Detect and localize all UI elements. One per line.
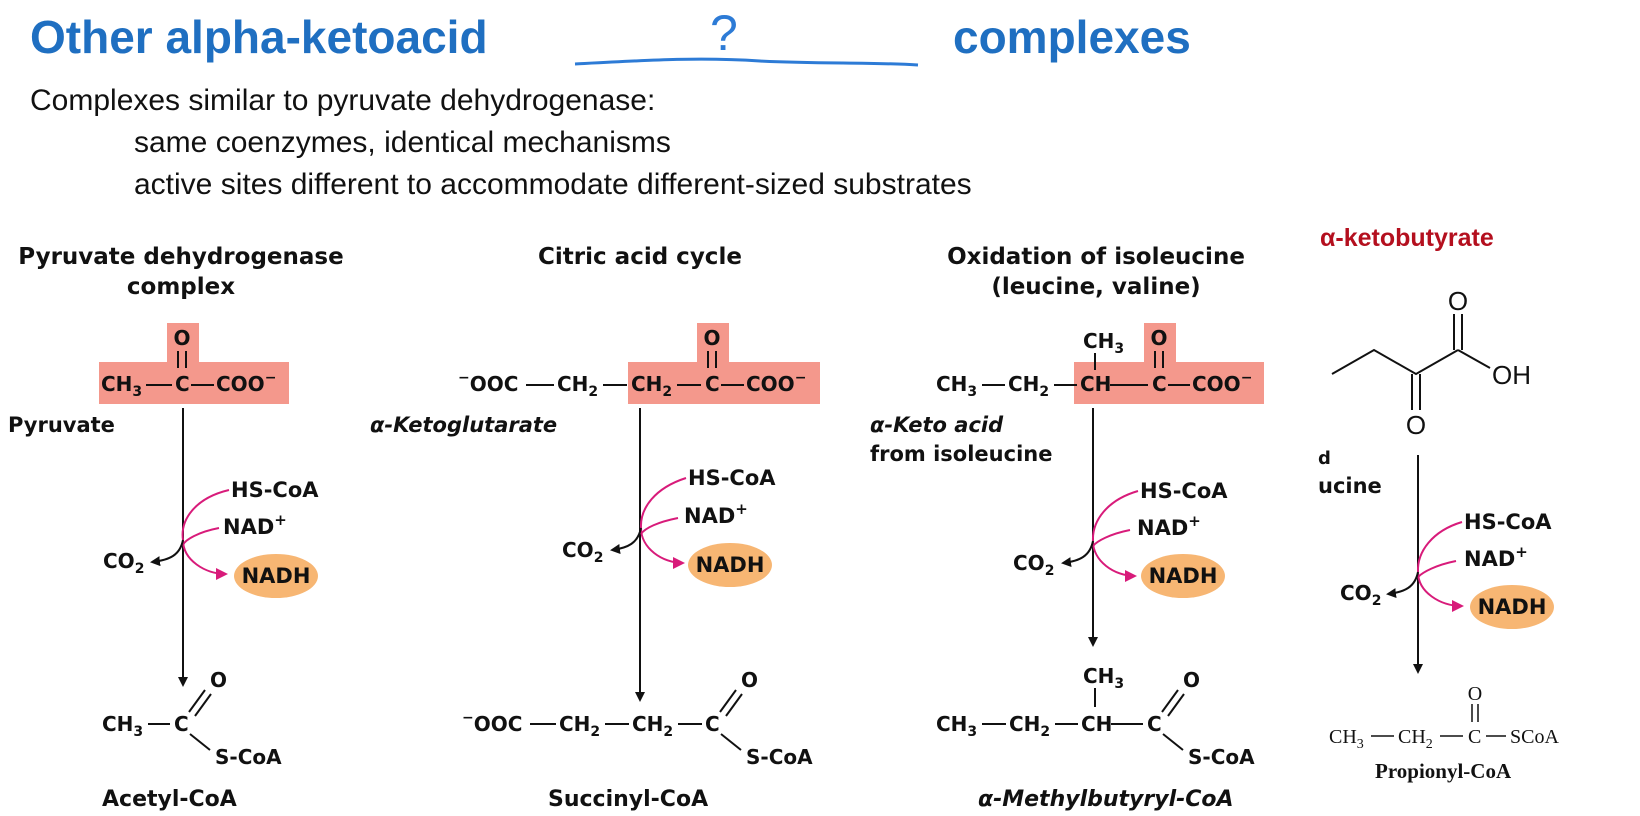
nad-label: NAD+ [684, 500, 748, 528]
product-carbon: C [174, 712, 189, 736]
product-name: α-Methylbutyryl-CoA [978, 787, 1234, 812]
ch2-group-2: CH2 [631, 372, 672, 400]
cropped-text-2: ucine [1318, 474, 1382, 498]
carbon-atom: C [1152, 372, 1167, 396]
nad-label: NAD+ [223, 511, 287, 539]
panel-ketoglutarate: Citric acid cycle O −OOC CH2 CH2 C COO− … [370, 244, 820, 812]
intro-line-2: same coenzymes, identical mechanisms [134, 126, 671, 159]
product-scoa: S-CoA [215, 745, 282, 769]
nadh-label: NADH [1149, 564, 1218, 588]
product-ch3: CH3 [936, 712, 977, 740]
panel3-heading-1: Oxidation of isoleucine [947, 244, 1245, 270]
panel2-heading: Citric acid cycle [538, 244, 742, 270]
substrate-name: α-Ketoglutarate [370, 413, 557, 437]
nadh-ellipse [688, 543, 772, 587]
handwritten-question-mark: ? [710, 5, 738, 61]
co2-label: CO2 [103, 549, 144, 577]
product-o: O [210, 668, 227, 692]
ooc-group: −OOC [458, 370, 518, 396]
ch2-group-1: CH2 [557, 372, 598, 400]
ch3-group: CH3 [936, 372, 977, 400]
product-scoa: SCoA [1510, 726, 1559, 748]
acid-o-top: O [1448, 286, 1468, 316]
carbon-atom: C [175, 372, 190, 396]
nadh-ellipse [1141, 554, 1225, 598]
slide-title-right: complexes [953, 11, 1191, 63]
hydroxyl-label: OH [1492, 360, 1531, 390]
substrate-name-1: α-Keto acid [870, 413, 1004, 437]
carboxylate-group: COO− [746, 370, 806, 396]
highlight-keto-bar [99, 362, 289, 404]
nad-label: NAD+ [1464, 543, 1528, 571]
panel3-heading-2: (leucine, valine) [991, 274, 1200, 300]
panel1-heading-1: Pyruvate dehydrogenase [18, 244, 343, 270]
product-ch2-1: CH2 [559, 712, 600, 740]
nadh-label: NADH [1478, 595, 1547, 619]
product-name: Propionyl-CoA [1375, 759, 1512, 783]
product-carbon: C [705, 712, 720, 736]
product-carbon: C [1147, 712, 1162, 736]
hscoa-label: HS-CoA [688, 466, 776, 490]
product-name: Succinyl-CoA [548, 787, 708, 812]
product-o: O [1468, 683, 1482, 705]
methyl-branch: CH3 [1083, 329, 1124, 357]
keto-o-bottom: O [1406, 410, 1426, 440]
nadh-label: NADH [242, 564, 311, 588]
product-methyl-branch: CH3 [1083, 664, 1124, 692]
intro-line-3: active sites different to accommodate di… [134, 168, 972, 201]
nadh-ellipse [1470, 585, 1554, 629]
highlight-keto-stem [697, 323, 729, 365]
product-scoa: S-CoA [746, 745, 813, 769]
ch3-group: CH3 [101, 372, 142, 400]
product-ch2: CH2 [1009, 712, 1050, 740]
slide-title-left: Other alpha-ketoacid [30, 11, 488, 63]
product-ch2: CH2 [1398, 726, 1433, 752]
product-ooc: −OOC [462, 710, 522, 736]
substrate-name-2: from isoleucine [870, 442, 1052, 466]
carboxylate-group: COO− [216, 370, 276, 396]
product-ch2-2: CH2 [632, 712, 673, 740]
hscoa-label: HS-CoA [1464, 510, 1552, 534]
panel1-heading-2: complex [127, 274, 235, 300]
highlight-keto-bar [628, 362, 820, 404]
alpha-ketobutyrate-label: α-ketobutyrate [1320, 224, 1494, 252]
panel-isoleucine: Oxidation of isoleucine (leucine, valine… [870, 244, 1264, 812]
ch-group: CH [1080, 372, 1111, 396]
ch2-group: CH2 [1008, 372, 1049, 400]
product-scoa: S-CoA [1188, 745, 1255, 769]
product-carbon: C [1468, 726, 1481, 748]
highlight-keto-stem [1144, 323, 1176, 365]
nadh-ellipse [234, 554, 318, 598]
co2-label: CO2 [1340, 581, 1381, 609]
product-ch: CH [1081, 712, 1112, 736]
nadh-label: NADH [696, 553, 765, 577]
co2-label: CO2 [1013, 551, 1054, 579]
o-atom: O [173, 326, 190, 350]
o-atom: O [703, 326, 720, 350]
intro-line-1: Complexes similar to pyruvate dehydrogen… [30, 84, 656, 117]
product-o: O [741, 668, 758, 692]
hscoa-label: HS-CoA [231, 478, 319, 502]
substrate-name: Pyruvate [8, 413, 115, 437]
highlight-keto-bar [1074, 362, 1264, 404]
product-ch3: CH3 [102, 712, 143, 740]
highlight-keto-stem [167, 323, 199, 365]
carbon-atom: C [705, 372, 720, 396]
ketobutyrate-skeleton [1331, 348, 1459, 376]
carboxylate-group: COO− [1192, 370, 1252, 396]
product-name: Acetyl-CoA [102, 787, 237, 812]
hscoa-label: HS-CoA [1140, 479, 1228, 503]
o-atom: O [1150, 326, 1167, 350]
product-ch3: CH3 [1329, 726, 1364, 752]
panel-pyruvate: Pyruvate dehydrogenase complex O CH3 C C… [8, 244, 344, 812]
co2-label: CO2 [562, 538, 603, 566]
panel-ketobutyrate: O OH O d ucine HS-CoA NAD+ NADH CO2 CH3 … [1318, 286, 1559, 783]
product-o: O [1183, 668, 1200, 692]
cropped-text-1: d [1318, 448, 1331, 469]
nad-label: NAD+ [1137, 512, 1201, 540]
handwritten-blank-line [574, 57, 919, 67]
